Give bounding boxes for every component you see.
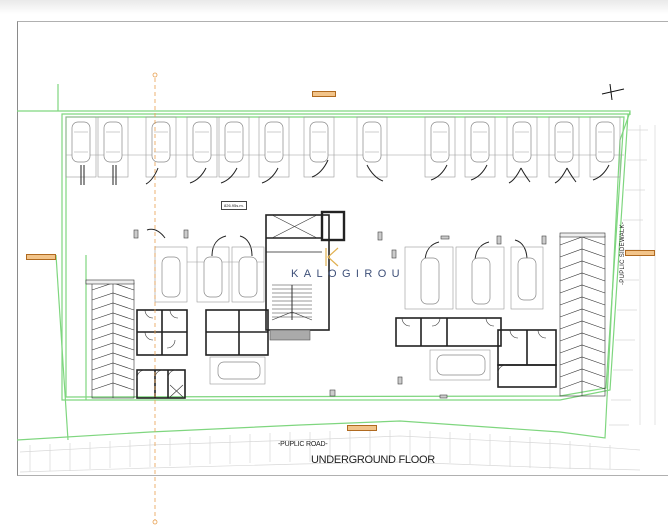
road-label: -PUPLIC ROAD- — [278, 441, 328, 448]
left-ramp — [85, 279, 135, 399]
drawing-sheet — [17, 21, 668, 476]
elevation-tag-bottom — [347, 425, 377, 431]
left-storage-doors — [136, 309, 184, 398]
sidewalk-label: -PUPLIC SIDEWALK- — [620, 221, 626, 285]
stair-lift-core — [265, 210, 346, 331]
columns — [133, 229, 547, 399]
grid-axis — [152, 72, 158, 525]
area-label: 826.95s.m. — [221, 201, 247, 210]
window-top-edge — [0, 0, 668, 14]
kalogirou-logo-icon — [325, 247, 339, 267]
top-parking-row — [65, 116, 624, 178]
middle-cars — [161, 256, 537, 305]
plant-room-hatch — [269, 329, 311, 341]
right-storage-doors — [401, 317, 547, 374]
stair-treads — [271, 214, 318, 321]
right-ramp — [559, 232, 606, 397]
sidewalk-paving — [19, 125, 656, 473]
elevation-tag-left — [26, 254, 56, 260]
north-arrow-icon — [601, 83, 625, 101]
left-storage-rooms — [136, 309, 269, 399]
watermark: KALOGIROU — [291, 268, 406, 280]
drawing-title: UNDERGROUND FLOOR — [311, 454, 435, 466]
car-windshields — [74, 131, 612, 153]
elevation-tag-right — [625, 250, 655, 256]
right-storage-rooms — [395, 317, 557, 388]
bottom-cars — [217, 354, 486, 380]
elevation-tag-top — [312, 91, 336, 97]
top-row-cars — [71, 121, 615, 163]
